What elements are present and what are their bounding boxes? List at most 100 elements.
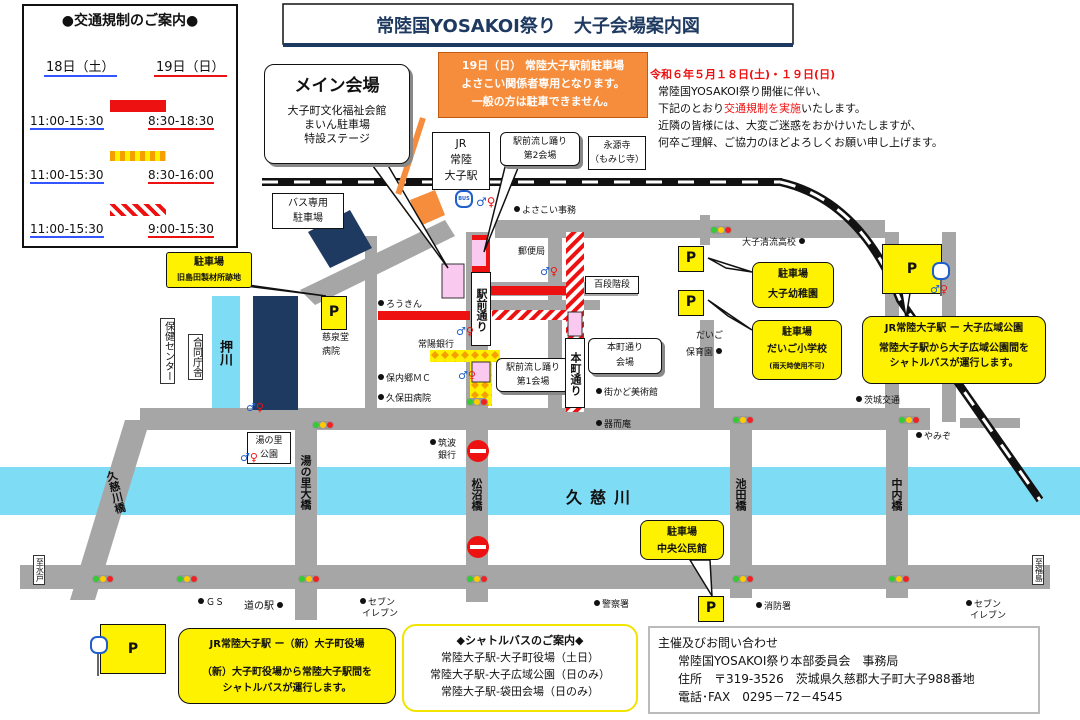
parking-yakuba-label: JR常陸大子駅 ー（新）大子町役場 （新）大子町役場から常陸大子駅間を シャトル… bbox=[178, 628, 396, 704]
hyakudan-label: 百段階段 bbox=[585, 276, 639, 294]
kinder-title: 駐車場 bbox=[778, 269, 808, 280]
matsunuma-bridge-label: 松沼橋 bbox=[470, 478, 483, 511]
legend-row1-left: 11:00-15:30 bbox=[30, 114, 104, 130]
parking-school-tail bbox=[707, 299, 753, 331]
notice-line2: 下記のとおり交通規制を実施いたします。 bbox=[650, 100, 943, 117]
restroom-icon: ♂♀ bbox=[246, 401, 264, 414]
parking-yakuba-pbox: P bbox=[100, 624, 166, 674]
parking-kominkan-tail bbox=[688, 559, 713, 597]
parking-kominkan-label: 駐車場 中央公民館 bbox=[640, 520, 724, 560]
parking-p-kinder: P bbox=[678, 246, 704, 272]
parking-kyushimada-label: 駐車場 旧島田製材所跡地 bbox=[166, 252, 252, 288]
parking-p-kominkan: P bbox=[698, 596, 724, 622]
parking-p-kyushimada: P bbox=[321, 296, 347, 330]
hoken-center-label: 保健センター bbox=[160, 318, 175, 384]
navy-building bbox=[253, 296, 298, 410]
shuttle-line1: 常陸大子駅-大子町役場（土日） bbox=[441, 651, 599, 664]
landmark-rokin: ろうきん bbox=[378, 300, 422, 310]
school-sub: だいご小学校 bbox=[767, 344, 827, 355]
ekimae-street-label: 駅前通り bbox=[471, 272, 491, 346]
stage2-pink bbox=[472, 240, 486, 266]
traffic-light-icon bbox=[888, 575, 910, 583]
regulation-dotted bbox=[430, 350, 500, 362]
legend-row2-right: 8:30-16:00 bbox=[148, 168, 214, 184]
traffic-light-icon bbox=[732, 416, 754, 424]
landmark-machikado: 街かど美術館 bbox=[596, 388, 658, 398]
landmark-hoikuen2: 保育園 bbox=[686, 348, 724, 358]
landmark-seven1: セブン bbox=[360, 598, 395, 608]
landmark-post: 郵便局 bbox=[518, 247, 546, 257]
shuttle-info: ◆シャトルバスのご案内◆ 常陸大子駅-大子町役場（土日） 常陸大子駅-大子広域公… bbox=[402, 624, 638, 712]
bus-parking-label: バス専用 駐車場 bbox=[272, 193, 344, 229]
notice-line4: 何卒ご理解、ご協力のほどよろしくお願い申し上げます。 bbox=[658, 136, 943, 149]
legend-row1-right: 8:30-18:30 bbox=[148, 114, 214, 130]
godo-label: 合同庁舎 bbox=[188, 334, 203, 380]
yuno-park-label: 湯の里 公園 bbox=[247, 432, 291, 464]
landmark-seven2b: イレブン bbox=[970, 611, 1007, 621]
stage2-line2: 第2会場 bbox=[523, 151, 557, 161]
notice-date: 令和６年５月１８日(土)・１９日(日) bbox=[650, 68, 836, 81]
main-venue-callout: メイン会場 大子町文化福祉会館 まいん駐車場 特設ステージ bbox=[264, 64, 410, 164]
landmark-seven2: セブン bbox=[966, 600, 1001, 610]
stage2-callout: 駅前流し踊り 第2会場 bbox=[500, 132, 580, 166]
regulation-hatched-east bbox=[492, 310, 574, 320]
kuji-river bbox=[0, 467, 1080, 515]
main-venue-line3: 特設ステージ bbox=[304, 132, 370, 145]
contact-address: 住所 〒319-3526 茨城県久慈郡大子町大子988番地 bbox=[678, 672, 975, 686]
kuji-river-label: 久慈川 bbox=[566, 488, 639, 507]
regulation-heading: ●交通規制のご案内● bbox=[61, 13, 199, 29]
landmark-kubota: 久保田病院 bbox=[378, 394, 431, 404]
koiki-title: JR常陸大子駅 ー 大子広域公園 bbox=[884, 323, 1024, 334]
day19-label: 19日（日） bbox=[154, 56, 227, 77]
ikeda-bridge-label: 池田橋 bbox=[734, 478, 747, 511]
yunosato-bridge-label: 湯の里大橋 bbox=[299, 455, 312, 510]
landmark-seiryu: 大子清流高校 bbox=[742, 238, 807, 248]
landmark-jisendo-hospital: 病院 bbox=[322, 347, 341, 357]
bus-stop-pole bbox=[940, 280, 942, 296]
landmark-jisendo: 慈泉堂 bbox=[322, 333, 350, 343]
main-venue-title: メイン会場 bbox=[294, 76, 380, 96]
landmark-keisatsu: 警察署 bbox=[594, 600, 629, 610]
shuttle-line3: 常陸大子駅-袋田会場（日のみ） bbox=[441, 685, 599, 698]
restroom-icon: ♂♀ bbox=[240, 451, 258, 464]
main-venue-line1: 大子町文化福祉会館 bbox=[287, 104, 387, 117]
traffic-light-icon bbox=[176, 575, 198, 583]
kyushimada-sub: 旧島田製材所跡地 bbox=[177, 273, 241, 282]
parking-koiki-label: JR常陸大子駅 ー 大子広域公園 常陸大子駅から大子広域公園間を シャトルバスが… bbox=[862, 316, 1046, 384]
bus-stop-icon: BUS bbox=[455, 190, 473, 208]
traffic-light-icon bbox=[898, 416, 920, 424]
to-mizuto-label: 至水戸 bbox=[33, 555, 46, 585]
station-line3: 大子駅 bbox=[444, 169, 478, 182]
kominkan-title: 駐車場 bbox=[667, 527, 697, 538]
oshikawa-river bbox=[212, 296, 240, 426]
yakuba-line1: （新）大子町役場から常陸大子駅間を bbox=[202, 667, 372, 678]
contact-org: 常陸国YOSAKOI祭り本部委員会 事務局 bbox=[678, 654, 899, 668]
landmark-gs: ＧＳ bbox=[198, 598, 224, 608]
legend-row2-left: 11:00-15:30 bbox=[30, 168, 104, 184]
nakauchi-bridge-label: 中内橋 bbox=[890, 478, 903, 511]
restroom-icon: ♂♀ bbox=[476, 195, 496, 209]
koiki-line2: シャトルバスが運行します。 bbox=[889, 358, 1019, 369]
landmark-kitouan: 器而庵 bbox=[596, 420, 631, 430]
landmark-yamizo: やみぞ bbox=[916, 432, 951, 442]
restroom-icon: ♂♀ bbox=[930, 283, 948, 296]
honmachi-street-label: 本町通り bbox=[565, 338, 585, 408]
parking-school-label: 駐車場 だいご小学校 (雨天時使用不可) bbox=[752, 320, 842, 380]
traffic-light-icon bbox=[732, 575, 754, 583]
yakuba-line2: シャトルバスが運行します。 bbox=[222, 683, 352, 694]
legend-row3-right: 9:00-15:30 bbox=[148, 222, 214, 238]
landmark-joyo-bank: 常陽銀行 bbox=[418, 340, 455, 350]
traffic-light-icon bbox=[312, 421, 334, 429]
parking-kinder-tail bbox=[707, 257, 753, 273]
regulation-solid-cross bbox=[488, 286, 578, 295]
legend-solid-swatch bbox=[110, 100, 166, 112]
main-venue-line2: まいん駐車場 bbox=[304, 118, 370, 131]
orange-line3: 一般の方は駐車できません。 bbox=[471, 95, 615, 108]
title-frame bbox=[282, 3, 794, 45]
stage1-callout: 駅前流し踊り 第1会場 bbox=[496, 358, 570, 392]
eimonji-line2: （もみじ寺） bbox=[589, 155, 644, 165]
traffic-light-icon bbox=[466, 575, 488, 583]
eimonji-label: 永源寺 （もみじ寺） bbox=[588, 136, 646, 170]
bus-stop-icon bbox=[932, 262, 950, 280]
stage2-line1: 駅前流し踊り bbox=[512, 137, 567, 147]
